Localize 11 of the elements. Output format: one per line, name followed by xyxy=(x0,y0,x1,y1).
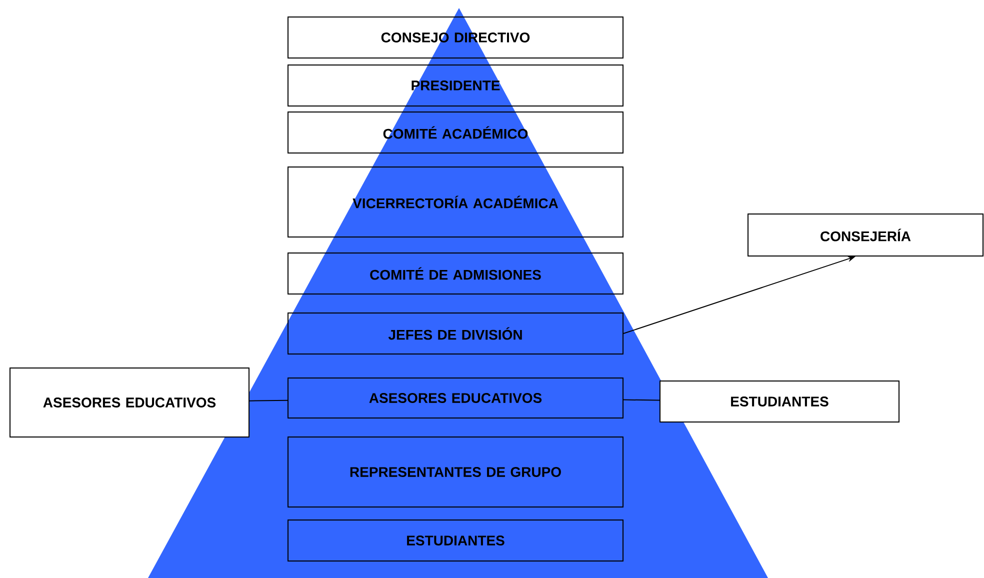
connector-line xyxy=(249,400,288,402)
org-box: ESTUDIANTES xyxy=(660,380,900,422)
org-box: REPRESENTANTES DE GRUPO xyxy=(288,436,624,508)
org-box: CONSEJERÍA xyxy=(748,214,984,256)
org-box: ASESORES EDUCATIVOS xyxy=(10,368,250,438)
org-box: VICERRECTORÍA ACADÉMICA xyxy=(288,166,624,238)
org-box: ESTUDIANTES xyxy=(288,520,624,562)
connector-line xyxy=(623,399,660,401)
org-box: JEFES DE DIVISIÓN xyxy=(288,312,624,354)
org-box: COMITÉ DE ADMISIONES xyxy=(288,252,624,294)
org-box: ASESORES EDUCATIVOS xyxy=(288,378,624,418)
